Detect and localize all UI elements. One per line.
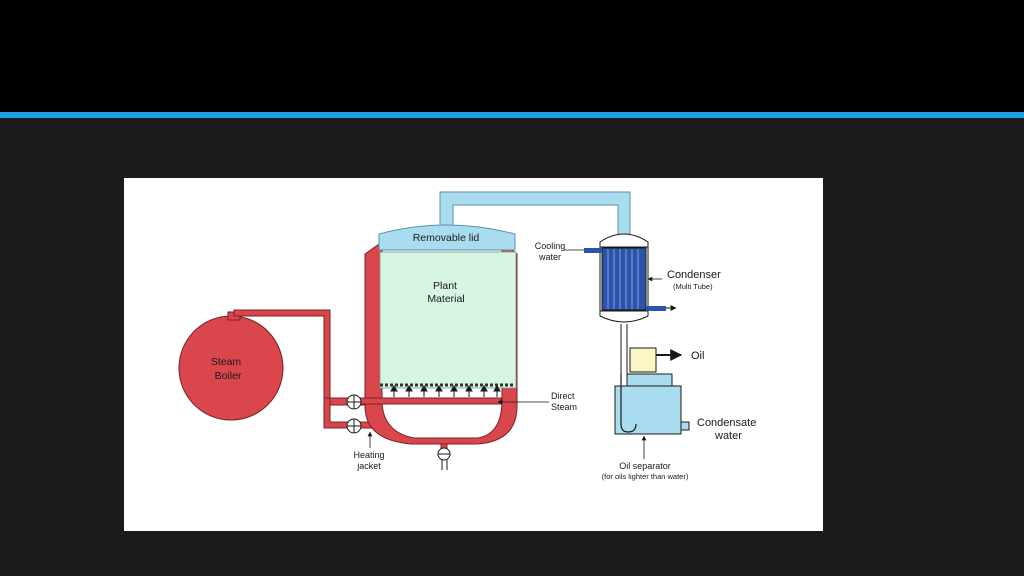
oil-label: Oil [691,350,704,362]
steam-boiler-label-2: Boiler [215,370,242,382]
heating-jacket-label-1: Heating [353,450,384,460]
cooling-water-label-1: Cooling [535,241,566,251]
removable-lid: Removable lid [378,224,516,251]
steam-boiler-label-1: Steam [211,356,242,368]
slide-title-band [0,0,1024,112]
distillation-diagram: Steam Boiler Plant Material [124,178,823,531]
oil-separator-label: Oil separator [619,461,671,471]
removable-lid-label: Removable lid [413,232,480,244]
oil-separator-sublabel: (for oils lighter than water) [602,472,689,481]
direct-steam-label-2: Steam [551,402,577,412]
heating-jacket-vessel: Plant Material [355,240,518,470]
plant-material-label-1: Plant [433,280,457,292]
direct-steam-label-1: Direct [551,391,575,401]
condenser-label: Condenser [667,269,721,281]
steam-valve-upper [346,394,362,410]
condensate-water-label-2: water [714,430,742,442]
plant-material-label-2: Material [427,293,464,305]
oil-separator [614,347,690,435]
heating-jacket-label-2: jacket [356,461,381,471]
leader-lines [367,249,662,459]
steam-valve-lower [346,418,362,434]
condenser [584,233,677,323]
cooling-water-label-2: water [538,252,561,262]
title-accent-line [0,112,1024,118]
condensate-water-label-1: Condensate [697,417,756,429]
condenser-sublabel: (Multi Tube) [673,282,713,291]
steam-boiler: Steam Boiler [178,311,284,421]
